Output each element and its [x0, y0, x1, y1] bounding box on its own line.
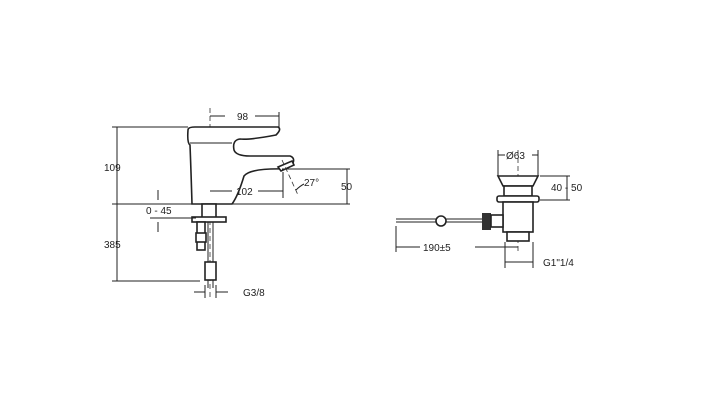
drain-thread-label: G1"1/4 — [543, 258, 574, 269]
hose-nut — [204, 261, 217, 281]
drain-diameter-label: Ø63 — [506, 151, 525, 162]
faucet-thread-label: G3/8 — [243, 288, 265, 299]
drain-body — [502, 201, 534, 233]
deck-thickness-label: 0 - 45 — [146, 206, 172, 217]
faucet-width-label: 98 — [237, 112, 249, 123]
rod-length-label: 190±5 — [423, 243, 451, 254]
rod-nut — [482, 213, 491, 230]
faucet-drawing — [112, 108, 350, 300]
rod-ball — [435, 215, 447, 227]
faucet-height-label: 109 — [104, 163, 121, 174]
drain-drawing — [395, 150, 570, 268]
drain-height-label: 40 - 50 — [551, 183, 583, 194]
hose-length-label: 385 — [104, 240, 121, 251]
spout-reach-label: 102 — [236, 187, 253, 198]
faucet-body — [186, 126, 295, 205]
mounting-washer — [191, 216, 227, 223]
drain-flange — [496, 175, 540, 187]
spout-angle-label: 27° — [304, 178, 319, 189]
spout-height-label: 50 — [341, 182, 353, 193]
